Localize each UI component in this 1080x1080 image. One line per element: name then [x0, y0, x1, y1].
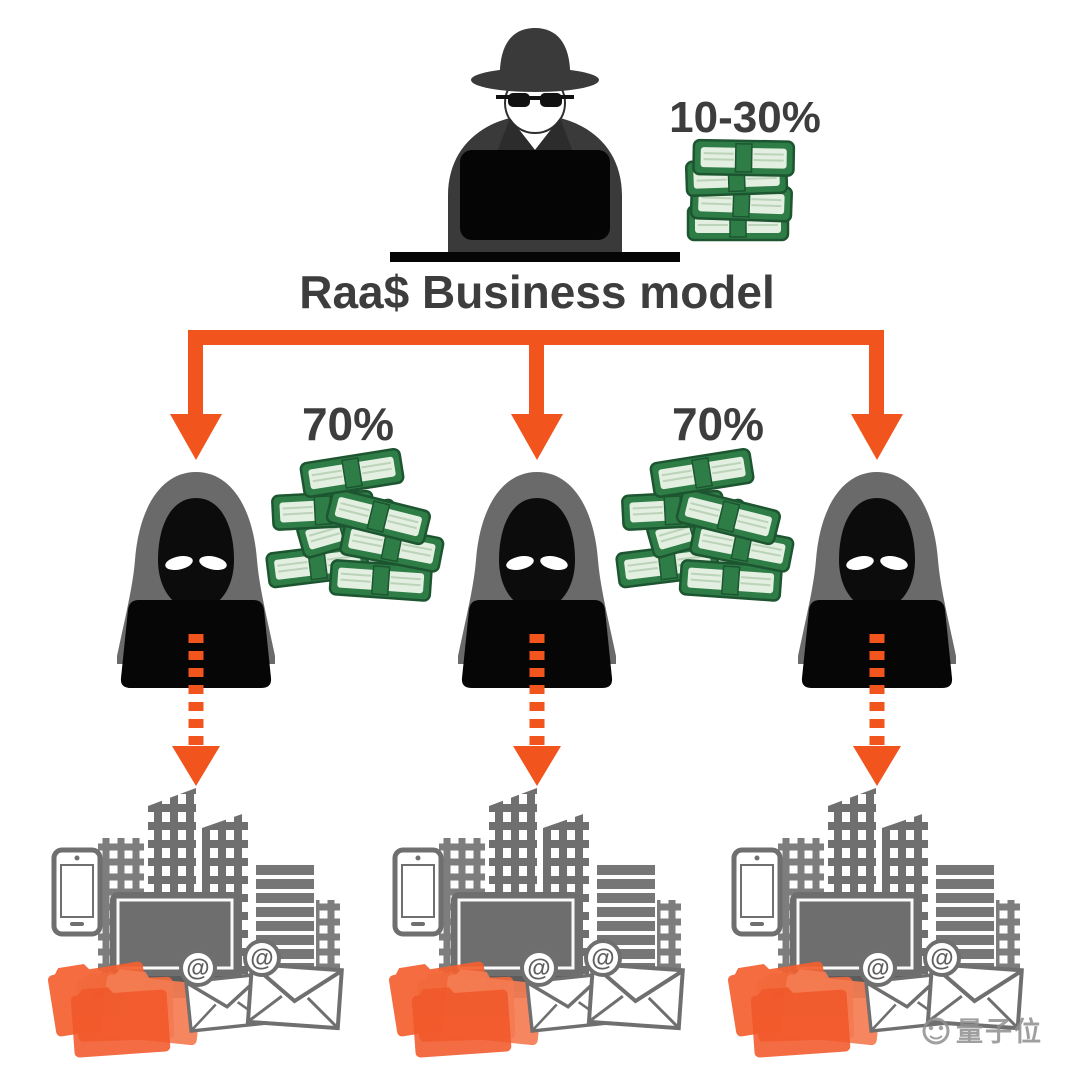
arrowhead-center: [511, 414, 563, 460]
fedora-hat-icon: [471, 28, 599, 92]
operator-money-stack-icon: [684, 138, 796, 242]
sunglasses-icon: [496, 93, 574, 107]
attack-arrowhead-right: [853, 746, 901, 786]
attack-arrows: [172, 634, 901, 786]
money-pile-right: [616, 448, 794, 601]
arrowhead-right: [851, 414, 903, 460]
coat-collar-left: [497, 118, 535, 152]
qbitai-logo-icon: [922, 1017, 950, 1045]
target-cluster-left: [46, 788, 341, 1058]
target-cluster-center: [387, 788, 682, 1058]
affiliate-share-left: 70%: [302, 398, 394, 450]
operator-share-label: 10-30%: [669, 93, 821, 142]
desk-line: [390, 252, 680, 262]
affiliate-share-right: 70%: [672, 398, 764, 450]
operator-laptop-icon: [460, 150, 610, 240]
diagram-title: Raa$ Business model: [299, 266, 775, 318]
distribution-connector: [170, 330, 903, 460]
money-pile-left: [266, 448, 444, 601]
arrowhead-left: [170, 414, 222, 460]
watermark-text: 量子位: [956, 1016, 1043, 1047]
raas-operator-icon: [390, 28, 680, 262]
attack-arrowhead-left: [172, 746, 220, 786]
watermark: 量子位: [922, 1016, 1043, 1047]
attack-arrowhead-center: [513, 746, 561, 786]
coat-collar-right: [535, 118, 573, 152]
